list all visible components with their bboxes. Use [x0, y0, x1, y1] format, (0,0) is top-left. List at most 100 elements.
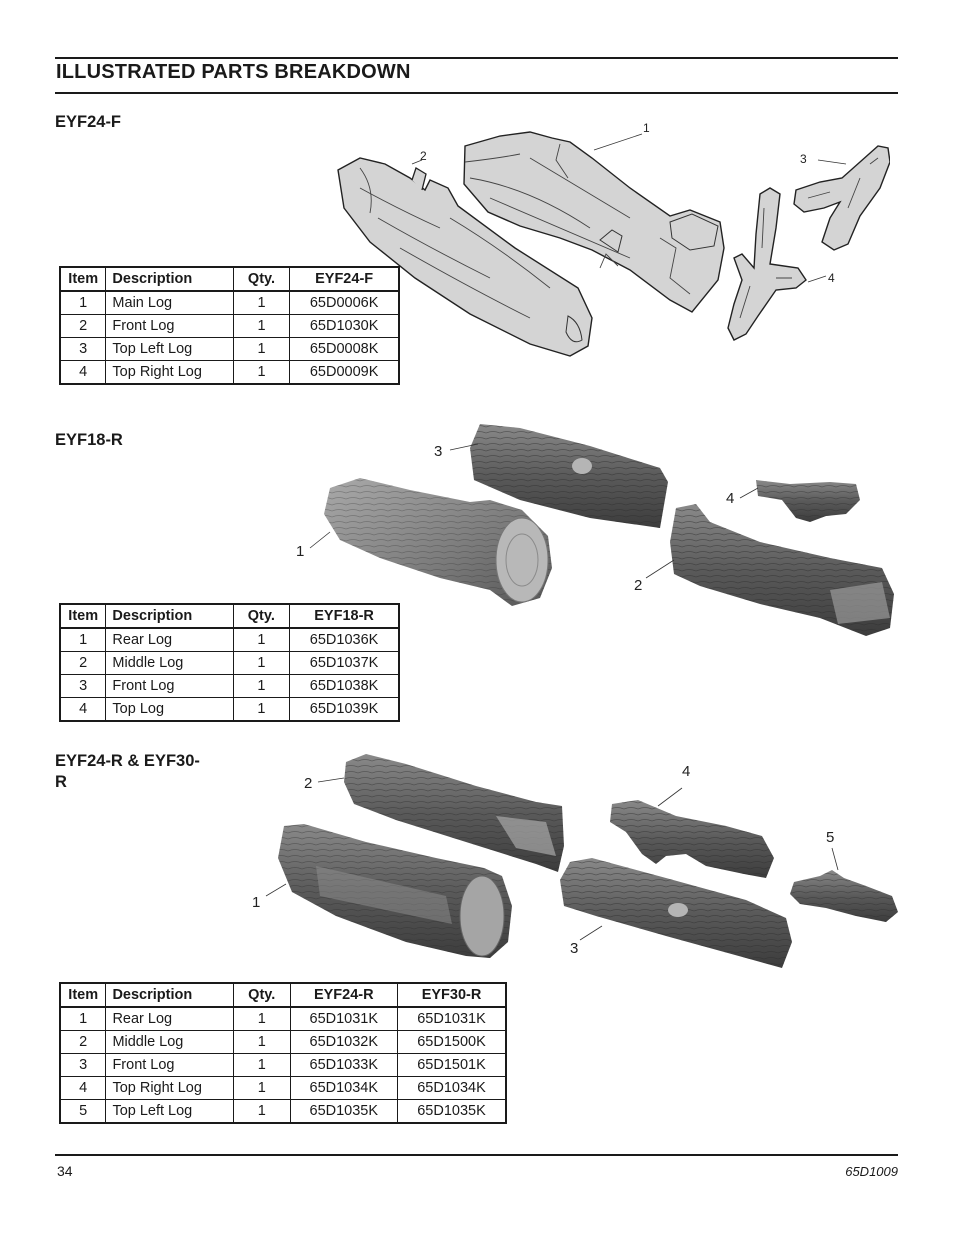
cell-qty: 1 — [232, 1099, 291, 1124]
eyf24-f-line-drawing: 1 2 3 4 — [337, 121, 890, 357]
rear-log-photo — [324, 478, 552, 606]
cell-part-number: 65D1034K — [397, 1076, 507, 1100]
cell-part-number: 65D1036K — [289, 627, 400, 652]
col-header-qty: Qty. — [232, 982, 291, 1008]
cell-qty: 1 — [232, 1076, 291, 1100]
cell-qty: 1 — [232, 697, 291, 722]
col-header-eyf24-r: EYF24-R — [289, 982, 399, 1008]
cell-qty: 1 — [232, 314, 291, 338]
top-rule-lower — [55, 92, 898, 94]
col-header-item: Item — [59, 266, 107, 292]
cell-item: 5 — [59, 1099, 107, 1124]
cell-item: 2 — [59, 651, 107, 675]
callout-4: 4 — [682, 763, 690, 780]
cell-item: 2 — [59, 1030, 107, 1054]
cell-part-number: 65D1034K — [289, 1076, 399, 1100]
col-header-part-number: EYF24-F — [289, 266, 400, 292]
cell-description: Top Left Log — [105, 337, 234, 361]
middle-log-photo — [344, 754, 564, 872]
callout-4: 4 — [726, 490, 734, 507]
cell-part-number: 65D1038K — [289, 674, 400, 698]
table-row: 4 Top Log 1 65D1039K — [59, 697, 400, 722]
cell-qty: 1 — [232, 651, 291, 675]
cell-description: Front Log — [105, 314, 234, 338]
callout-5: 5 — [826, 829, 834, 846]
cell-description: Middle Log — [105, 1030, 234, 1054]
top-right-log-photo — [610, 800, 774, 878]
cell-item: 1 — [59, 627, 107, 652]
section-label-eyf18-r: EYF18-R — [55, 431, 123, 449]
cell-part-number: 65D1031K — [289, 1006, 399, 1031]
table-row: 1 Main Log 1 65D0006K — [59, 290, 400, 315]
table-row: 1 Rear Log 1 65D1031K 65D1031K — [59, 1006, 507, 1031]
cell-item: 1 — [59, 1006, 107, 1031]
eyf18-r-photo: 3 4 1 2 — [296, 424, 894, 636]
eyf24-r-eyf30-r-photo: 2 4 5 1 3 — [252, 754, 898, 968]
cell-part-number: 65D1033K — [289, 1053, 399, 1077]
callout-4: 4 — [828, 271, 835, 285]
cell-description: Top Log — [105, 697, 234, 722]
table-row: 5 Top Left Log 1 65D1035K 65D1035K — [59, 1099, 507, 1124]
cell-item: 4 — [59, 360, 107, 385]
parts-table-eyf18-r: Item Description Qty. EYF18-R 1 Rear Log… — [59, 603, 400, 722]
cell-description: Top Right Log — [105, 360, 234, 385]
callout-3: 3 — [434, 443, 442, 460]
cell-qty: 1 — [232, 337, 291, 361]
callout-2: 2 — [634, 577, 642, 594]
top-right-log-drawing — [727, 187, 807, 341]
cell-qty: 1 — [232, 1053, 291, 1077]
col-header-qty: Qty. — [232, 266, 291, 292]
table-header-row: Item Description Qty. EYF18-R — [59, 603, 400, 629]
front-log-photo — [560, 858, 792, 968]
table-row: 2 Front Log 1 65D1030K — [59, 314, 400, 338]
col-header-eyf30-r: EYF30-R — [397, 982, 507, 1008]
main-log-drawing — [463, 131, 725, 313]
col-header-item: Item — [59, 603, 107, 629]
parts-table-eyf24-f: Item Description Qty. EYF24-F 1 Main Log… — [59, 266, 400, 385]
table-row: 4 Top Right Log 1 65D0009K — [59, 360, 400, 385]
cell-part-number: 65D1501K — [397, 1053, 507, 1077]
parts-table-eyf24-r-eyf30-r: Item Description Qty. EYF24-R EYF30-R 1 … — [59, 982, 507, 1124]
table-row: 2 Middle Log 1 65D1032K 65D1500K — [59, 1030, 507, 1054]
col-header-description: Description — [105, 603, 234, 629]
cell-item: 1 — [59, 290, 107, 315]
cell-part-number: 65D0006K — [289, 290, 400, 315]
cell-description: Top Right Log — [105, 1076, 234, 1100]
page-title: ILLUSTRATED PARTS BREAKDOWN — [56, 61, 411, 83]
callout-1: 1 — [643, 121, 650, 135]
callout-2: 2 — [304, 775, 312, 792]
callout-3: 3 — [570, 940, 578, 957]
table-row: 2 Middle Log 1 65D1037K — [59, 651, 400, 675]
callout-3: 3 — [800, 152, 807, 166]
cell-item: 4 — [59, 1076, 107, 1100]
cell-description: Rear Log — [105, 627, 234, 652]
cell-item: 2 — [59, 314, 107, 338]
rear-log-photo — [278, 824, 512, 958]
section-label-line-2: R — [55, 773, 67, 791]
cell-part-number: 65D0009K — [289, 360, 400, 385]
cell-description: Top Left Log — [105, 1099, 234, 1124]
cell-part-number: 65D1031K — [397, 1006, 507, 1031]
section-label-eyf24-r-eyf30-r: EYF24-R & EYF30- R — [55, 751, 200, 793]
section-label-eyf24-f: EYF24-F — [55, 113, 122, 131]
cell-item: 3 — [59, 1053, 107, 1077]
top-rule-upper — [55, 57, 898, 59]
cell-qty: 1 — [232, 674, 291, 698]
col-header-part-number: EYF18-R — [289, 603, 400, 629]
table-header-row: Item Description Qty. EYF24-F — [59, 266, 400, 292]
callout-1: 1 — [296, 543, 304, 560]
col-header-qty: Qty. — [232, 603, 291, 629]
table-row: 3 Top Left Log 1 65D0008K — [59, 337, 400, 361]
cell-part-number: 65D1035K — [397, 1099, 507, 1124]
callout-2: 2 — [420, 149, 427, 163]
table-row: 4 Top Right Log 1 65D1034K 65D1034K — [59, 1076, 507, 1100]
footer-rule — [55, 1154, 898, 1156]
cell-description: Middle Log — [105, 651, 234, 675]
cell-description: Front Log — [105, 1053, 234, 1077]
page-number: 34 — [57, 1163, 73, 1179]
cell-description: Main Log — [105, 290, 234, 315]
cell-item: 4 — [59, 697, 107, 722]
cell-qty: 1 — [232, 1006, 291, 1031]
col-header-description: Description — [105, 982, 234, 1008]
table-row: 3 Front Log 1 65D1033K 65D1501K — [59, 1053, 507, 1077]
